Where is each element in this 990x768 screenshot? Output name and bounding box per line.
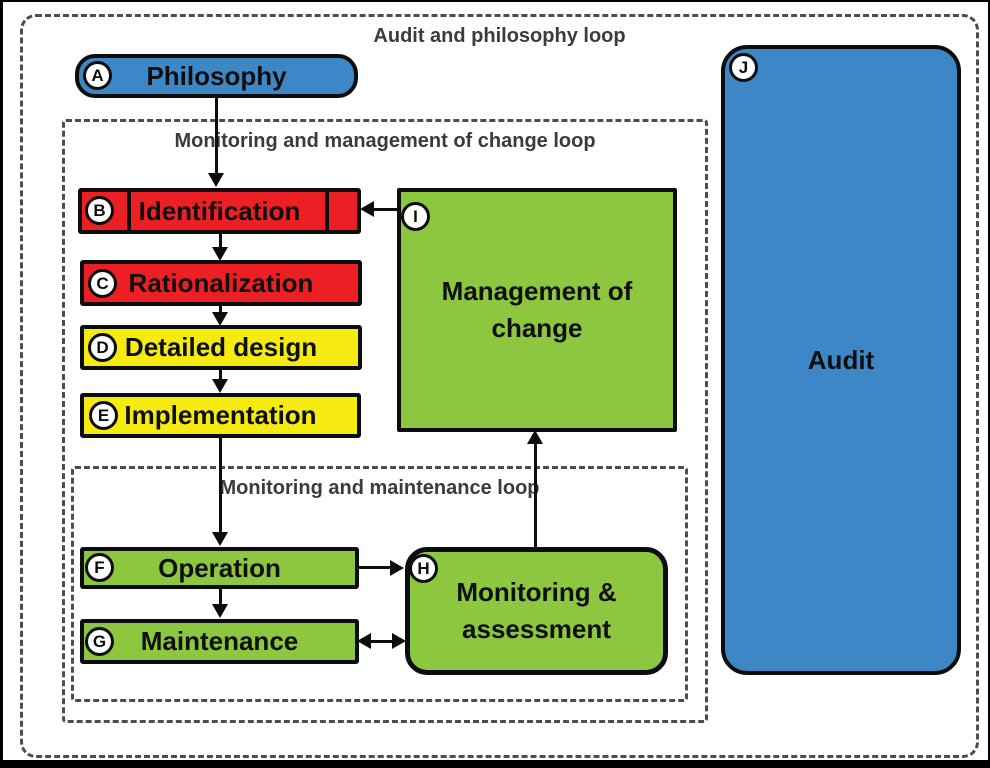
node-audit: Audit <box>721 45 961 675</box>
node-monitoring-assessment: Monitoring & assessment <box>405 547 668 675</box>
badge-a: A <box>83 61 112 90</box>
node-audit-label: Audit <box>807 344 875 375</box>
maintenance-loop-label: Monitoring and maintenance loop <box>219 477 540 499</box>
node-philosophy-label: Philosophy <box>146 60 287 91</box>
node-management-of-change: Management of change <box>397 188 677 432</box>
node-operation-label: Operation <box>158 552 281 583</box>
audit-philosophy-loop-label: Audit and philosophy loop <box>373 25 626 47</box>
node-operation: Operation <box>80 547 359 589</box>
node-implementation: Implementation <box>80 393 361 438</box>
node-philosophy: Philosophy <box>75 54 358 98</box>
badge-d: D <box>88 333 117 362</box>
badge-j: J <box>729 53 758 82</box>
badge-h: H <box>409 554 438 583</box>
node-detailed-design-label: Detailed design <box>124 332 318 363</box>
node-identification-label: Identification <box>138 195 301 226</box>
node-monitoring-assessment-label: Monitoring & assessment <box>456 577 617 644</box>
audit-philosophy-loop-boundary: Audit and philosophy loop <box>20 14 979 758</box>
identification-divider-left <box>127 191 131 231</box>
badge-g: G <box>85 627 114 656</box>
node-implementation-label: Implementation <box>124 400 317 431</box>
badge-f: F <box>85 553 114 582</box>
node-rationalization-label: Rationalization <box>128 267 314 298</box>
node-identification: Identification <box>78 188 361 234</box>
management-of-change-loop-label: Monitoring and management of change loop <box>174 130 596 152</box>
node-rationalization: Rationalization <box>80 260 362 306</box>
diagram-canvas: Audit and philosophy loop Monitoring and… <box>3 2 988 760</box>
badge-c: C <box>88 269 117 298</box>
node-management-of-change-label: Management of change <box>441 276 633 343</box>
badge-e: E <box>89 401 118 430</box>
management-of-change-loop-boundary: Monitoring and management of change loop <box>62 119 708 723</box>
badge-b: B <box>85 196 114 225</box>
maintenance-loop-boundary: Monitoring and maintenance loop <box>71 466 688 702</box>
node-maintenance-label: Maintenance <box>140 626 299 657</box>
badge-i: I <box>401 202 430 231</box>
node-detailed-design: Detailed design <box>80 325 362 370</box>
identification-divider-right <box>325 191 329 231</box>
node-maintenance: Maintenance <box>80 619 359 664</box>
